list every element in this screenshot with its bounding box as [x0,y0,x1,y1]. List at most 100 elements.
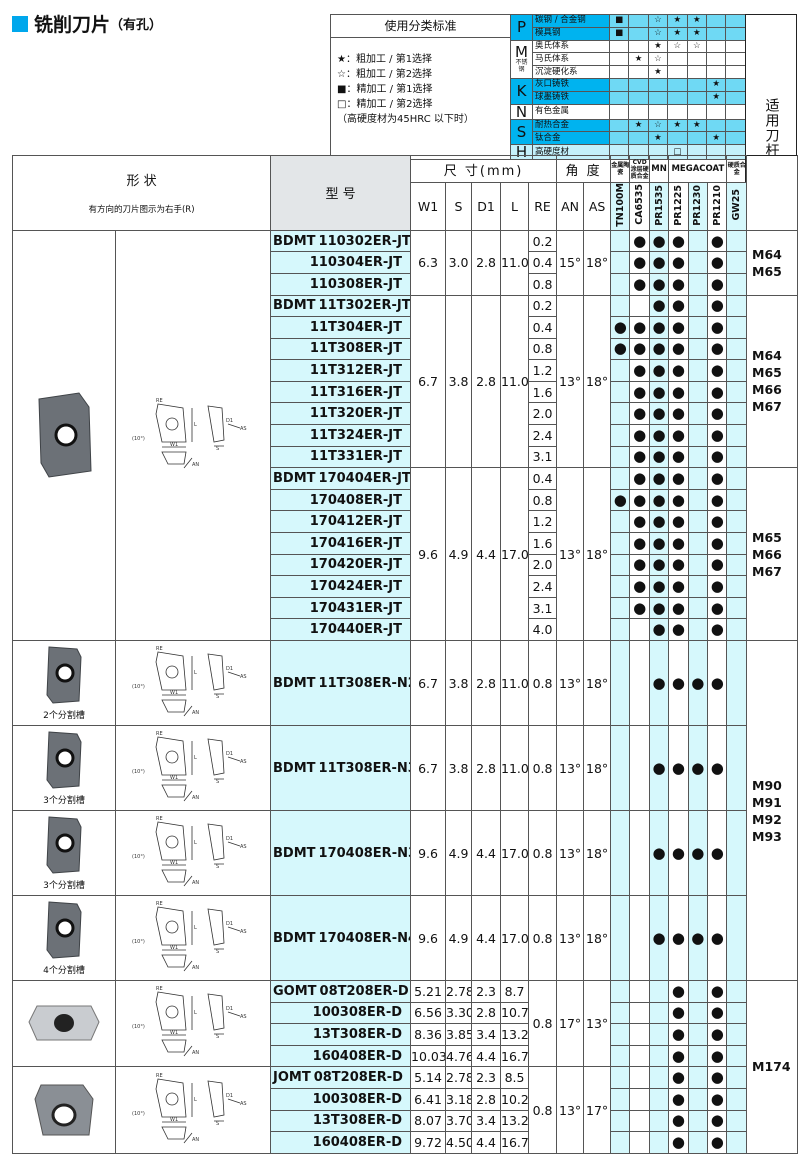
grade-availability-pr1210: ● [707,294,728,318]
legend-header: 使用分类标准 [331,14,510,38]
spec-s: 3.8 [445,640,473,726]
grade-availability-pr1225: ● [668,316,689,339]
grade-availability-pr1535: ● [648,575,670,598]
grade-availability-pr1535: ● [648,618,670,641]
grade-availability-tn100m [610,380,631,404]
material-name: 奥氏体系 [532,39,610,54]
material-name: 球墨铸铁 [532,90,610,105]
spec-as: 18° [583,725,612,811]
grade-availability-tn100m [610,640,631,726]
spec-re: 0.8 [528,337,558,361]
class-letter: N [515,102,528,121]
drawing-label-angle: (10°) [132,684,145,690]
model-header: 型 号 [270,155,412,231]
grade-availability-pr1225: ● [668,553,689,577]
grade-availability-ca6535: ● [629,488,650,512]
model-prefix: BDMT [273,675,316,691]
grade-group-header: 硬质合金 [726,155,748,183]
grade-mark: ★ [667,118,688,133]
drawing-label-s: S [216,1121,219,1127]
grade-name: CA6535 [634,184,646,226]
model-cell: 110308ER-JT [270,272,412,296]
model-prefix: BDMT [273,845,316,861]
model-number: 08T208ER-D [319,983,409,999]
grade-mark [705,65,727,79]
spec-as: 13° [583,979,612,1068]
grade-availability-pr1225: ● [668,618,689,641]
insert-photo-cell: 2个分割槽 [12,640,116,726]
spec-d1: 4.4 [471,1044,502,1068]
angle-header: 角 度 [556,155,612,183]
model-cell: 13T308ER-D [270,1023,412,1046]
spec-d1: 4.4 [471,895,502,981]
drawing-label-re: RE [156,1073,163,1079]
grade-availability-tn100m [610,1023,631,1046]
insert-photo-cell: 3个分割槽 [12,810,116,896]
grade-availability-pr1230 [687,596,709,620]
grade-mark [608,131,630,146]
material-name: 有色金属 [532,103,610,120]
grade-availability-pr1210: ● [707,1087,728,1111]
material-name: 钛合金 [532,131,610,146]
grade-availability-pr1225: ● [668,1044,689,1068]
grade-mark [647,90,669,105]
spec-w1: 10.03 [410,1044,447,1068]
grade-availability-pr1210: ● [707,618,728,641]
grade-availability-gw25 [726,229,748,253]
grade-availability-pr1210: ● [707,424,728,447]
grade-mark [608,39,630,54]
grade-col-ca6535: CA6535 [629,182,650,231]
drawing-label-an: AN [192,795,199,801]
grade-mark [628,103,649,120]
model-number: 11T312ER-JT [309,363,403,379]
grade-availability-ca6535 [629,895,650,981]
grade-col-pr1230: PR1230 [687,182,709,231]
spec-d1: 2.3 [471,980,502,1003]
model-number: 170408ER-N3 [318,845,411,861]
drawing-label-as: AS [240,844,247,850]
grade-availability-tn100m [610,229,631,253]
drawing-label-an: AN [192,1050,199,1056]
grade-availability-pr1210: ● [707,725,728,811]
drawing-label-s: S [216,694,219,700]
drawing-label-as: AS [240,929,247,935]
spec-d1: 4.4 [471,1131,502,1154]
spec-d1: 2.3 [471,1066,502,1089]
holder-reference-page: M174 [752,1059,791,1075]
spec-an: 13° [556,640,585,726]
spec-re: 0.8 [528,640,558,726]
grade-availability-ca6535 [629,640,650,726]
grade-mark [725,26,746,41]
grade-availability-gw25 [726,359,748,382]
grade-availability-ca6535: ● [629,316,650,339]
model-cell: 170440ER-JT [270,618,412,641]
grade-availability-pr1210: ● [707,272,728,296]
spec-s: 4.9 [445,895,473,981]
grade-availability-tn100m [610,553,631,577]
grade-availability-gw25 [726,553,748,577]
grade-availability-pr1210: ● [707,337,728,361]
model-number: 100308ER-D [312,1005,403,1021]
grade-availability-pr1210: ● [707,380,728,404]
grade-availability-tn100m [610,725,631,811]
grade-availability-pr1225: ● [668,510,689,534]
grade-mark [667,103,688,120]
grade-availability-tn100m [610,359,631,382]
grade-availability-pr1225: ● [668,1001,689,1025]
grade-availability-pr1230 [687,1001,709,1025]
holder-reference-page: M66 [752,382,782,398]
model-cell: 100308ER-D [270,1087,412,1111]
model-cell: 100308ER-D [270,1001,412,1025]
spec-s: 3.0 [445,229,473,296]
model-number: 110308ER-JT [309,276,403,292]
grade-mark [725,65,746,79]
spec-re: 1.2 [528,359,558,382]
